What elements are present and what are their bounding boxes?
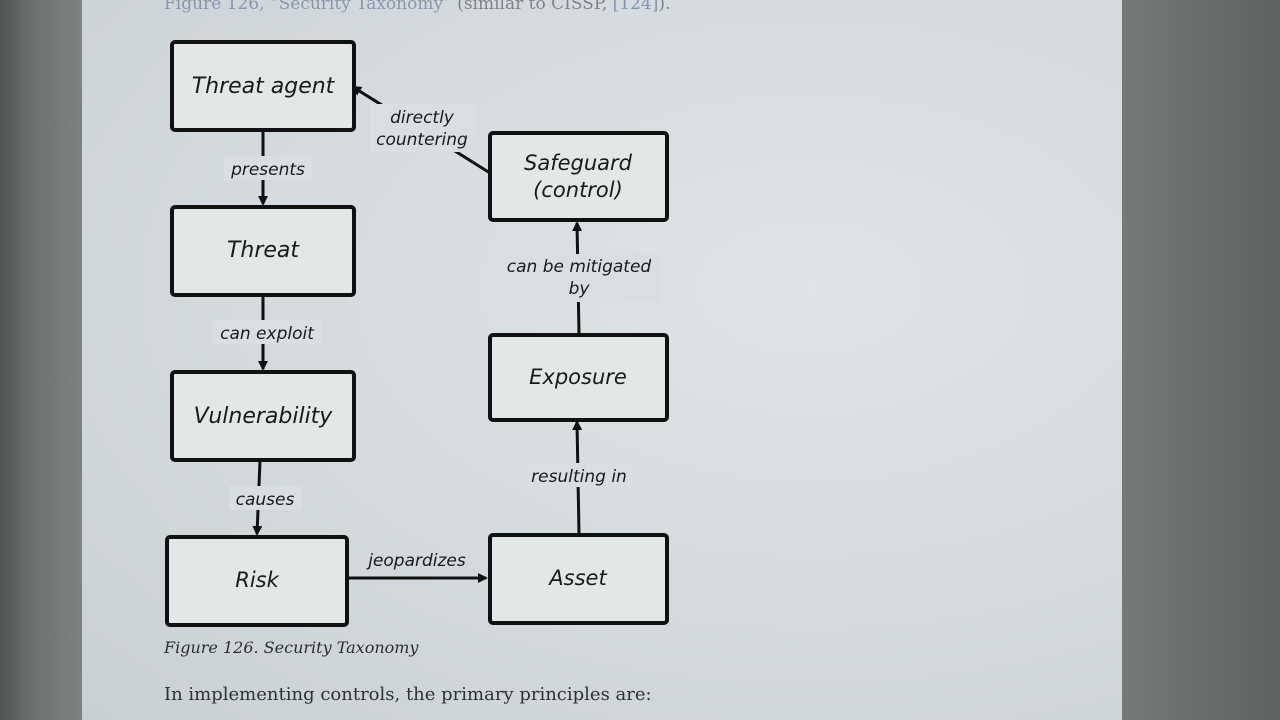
body-paragraph: In implementing controls, the primary pr…: [164, 684, 652, 705]
node-exposure: Exposure: [488, 333, 669, 422]
document-page: Figure 126, “Security Taxonomy” (similar…: [82, 0, 1122, 720]
node-threat-agent: Threat agent: [170, 40, 356, 132]
node-safeguard-label-line1: Safeguard: [524, 151, 633, 175]
figure-caption: Figure 126. Security Taxonomy: [164, 638, 419, 657]
node-safeguard-label-line2: (control): [533, 178, 623, 202]
figure-reference-line: Figure 126, “Security Taxonomy” (similar…: [164, 0, 670, 14]
ref-prefix: Figure 126,: [164, 0, 270, 14]
node-risk-label: Risk: [235, 568, 279, 592]
citation-link[interactable]: [124]: [612, 0, 659, 14]
edge-label-jeopardizes: jeopardizes: [366, 551, 466, 571]
node-threat-agent-label: Threat agent: [192, 74, 336, 99]
node-safeguard: Safeguard (control): [488, 131, 669, 222]
edge-label-can-exploit: can exploit: [220, 324, 315, 344]
node-asset-label: Asset: [547, 566, 607, 590]
node-vulnerability-label: Vulnerability: [194, 404, 334, 429]
screen-bezel-right: [1122, 0, 1280, 720]
edge-label-mitigated-line1: can be mitigated: [507, 257, 652, 277]
edge-label-mitigated-line2: by: [569, 279, 591, 299]
edge-label-causes: causes: [236, 490, 295, 510]
node-risk: Risk: [165, 535, 349, 627]
ref-suffix: (similar to CISSP,: [451, 0, 613, 14]
node-vulnerability: Vulnerability: [170, 370, 356, 462]
node-exposure-label: Exposure: [529, 365, 627, 389]
security-taxonomy-diagram: Threat agent Threat Vulnerability Risk A…: [165, 40, 669, 627]
ref-quoted-title: “Security Taxonomy”: [269, 0, 452, 14]
edge-label-countering-line2: countering: [376, 130, 468, 150]
edge-label-countering-line1: directly: [390, 108, 455, 128]
node-asset: Asset: [488, 533, 669, 625]
ref-end: ).: [658, 0, 671, 14]
node-threat-label: Threat: [227, 238, 300, 263]
edge-label-presents: presents: [230, 160, 305, 180]
edge-label-resulting-in: resulting in: [531, 467, 627, 487]
node-threat: Threat: [170, 205, 356, 297]
screen-bezel-left: [0, 0, 82, 720]
